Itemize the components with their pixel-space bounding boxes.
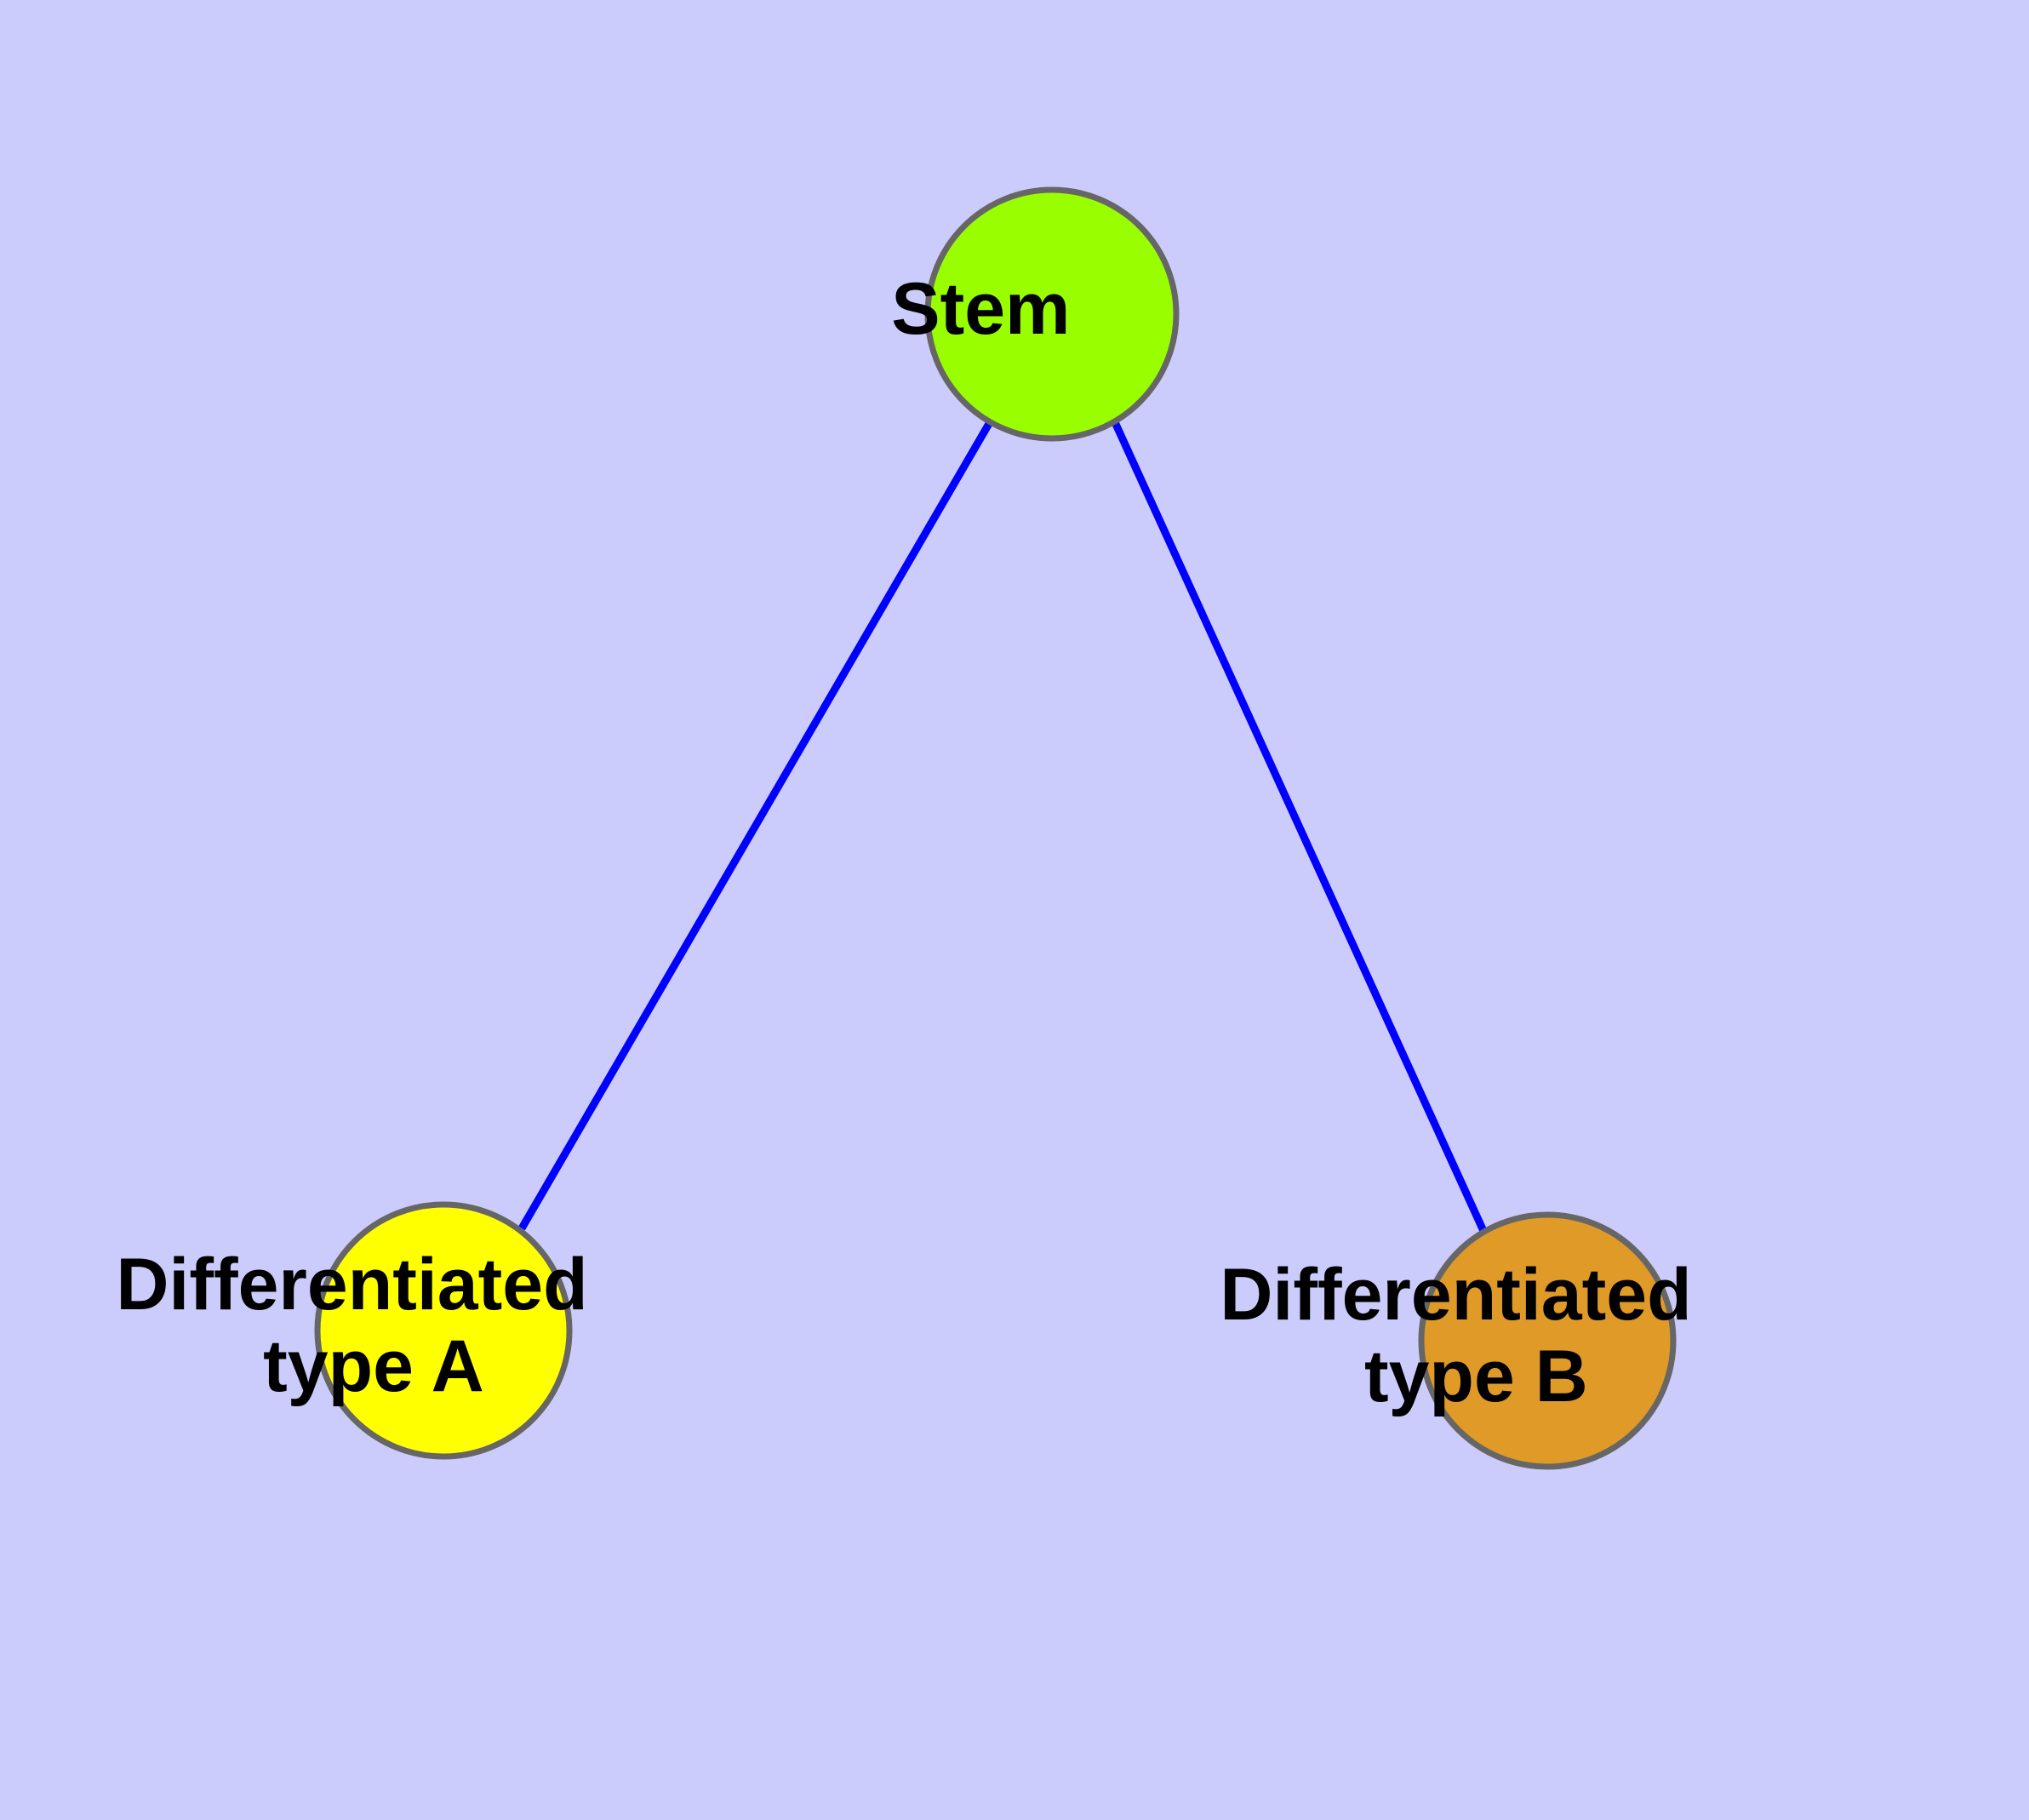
node-label-stem-line-1: Stem: [891, 268, 1070, 350]
node-differentiated-type-a[interactable]: [314, 1201, 573, 1460]
edge-stem-to-differentiated-type-b[interactable]: [1111, 421, 1488, 1233]
node-label-differentiated-type-b: Differentiated type B: [1220, 1254, 1691, 1417]
node-label-differentiated-type-a-line-2: type A: [263, 1325, 483, 1407]
node-label-differentiated-type-b-line-2: type B: [1364, 1336, 1588, 1417]
node-label-differentiated-type-a: Differentiated type A: [0, 0, 771, 1407]
node-label-differentiated-type-a-line-1: Differentiated: [116, 1244, 587, 1325]
node-stem[interactable]: [924, 186, 1180, 442]
label-layer: Stem Differentiated type A Differentiate…: [0, 0, 1691, 1417]
edge-layer: [518, 420, 1488, 1233]
edge-stem-to-differentiated-type-a[interactable]: [518, 420, 993, 1231]
node-differentiated-type-b[interactable]: [1418, 1211, 1677, 1470]
node-label-stem: Stem: [0, 0, 1213, 350]
node-label-differentiated-type-b-line-1: Differentiated: [1220, 1254, 1691, 1336]
node-layer: [314, 186, 1677, 1470]
